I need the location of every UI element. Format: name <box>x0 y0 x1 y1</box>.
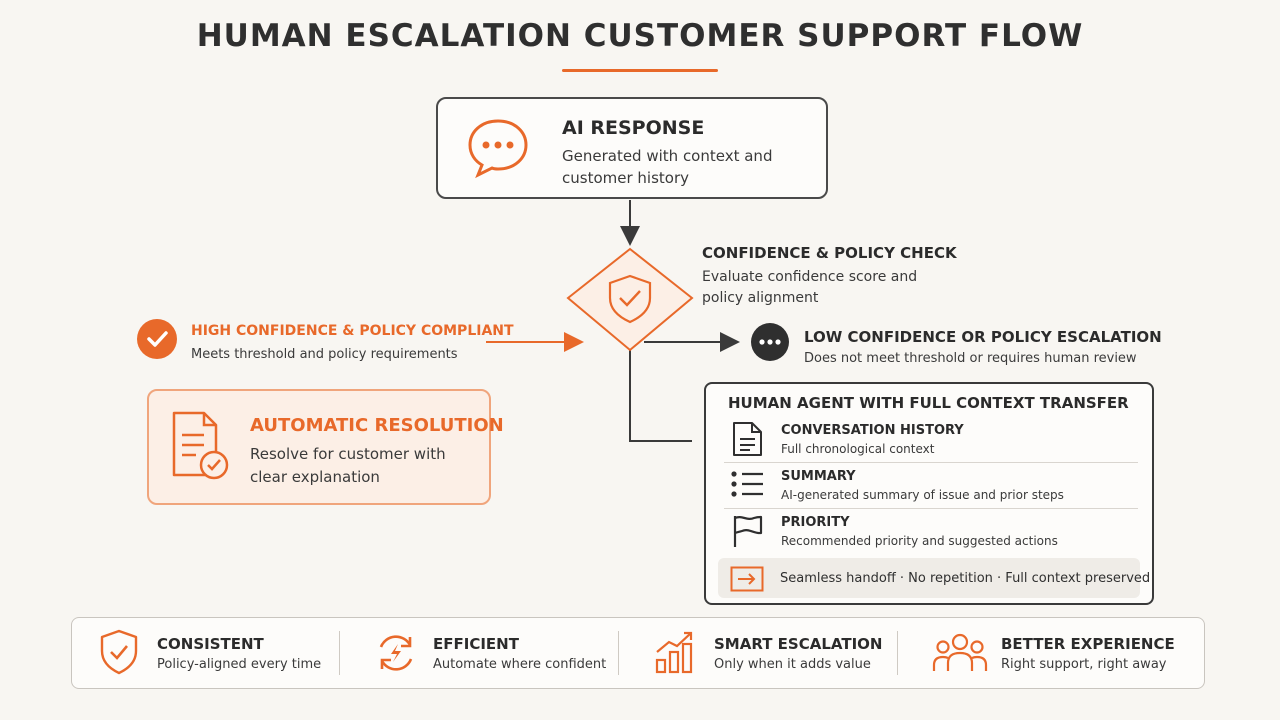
row-title-priority: PRIORITY <box>781 515 850 530</box>
benefit-desc-better-experience: Right support, right away <box>1001 657 1167 672</box>
automatic-resolution-desc: Resolve for customer with clear explanat… <box>250 445 446 486</box>
document-icon <box>733 422 762 456</box>
benefit-divider <box>339 631 340 675</box>
ai-response-title: AI RESPONSE <box>562 117 705 139</box>
check-circle-icon <box>137 319 177 359</box>
benefits-bar <box>71 617 1205 689</box>
human-agent-title: HUMAN AGENT WITH FULL CONTEXT TRANSFER <box>728 394 1129 412</box>
row-desc-summary: AI-generated summary of issue and prior … <box>781 488 1064 502</box>
ai-response-box <box>436 97 828 199</box>
ai-response-desc: Generated with context and customer hist… <box>562 147 773 187</box>
automatic-resolution-title: AUTOMATIC RESOLUTION <box>250 415 504 436</box>
handoff-strip <box>718 558 1140 598</box>
more-dots-icon <box>751 323 789 361</box>
row-desc-conversation-history: Full chronological context <box>781 442 935 456</box>
bar-chart-up-icon <box>655 631 693 674</box>
decision-diamond <box>566 247 694 352</box>
shield-check-icon <box>100 629 138 675</box>
flag-icon <box>733 515 763 547</box>
people-icon <box>932 633 988 671</box>
benefit-title-consistent: CONSISTENT <box>157 635 264 653</box>
row-desc-priority: Recommended priority and suggested actio… <box>781 534 1058 548</box>
check-title: CONFIDENCE & POLICY CHECK <box>702 244 957 262</box>
refresh-bolt-icon <box>379 635 413 671</box>
row-divider <box>724 508 1138 509</box>
low-confidence-desc: Does not meet threshold or requires huma… <box>804 351 1137 366</box>
shield-check-icon <box>606 275 654 325</box>
benefit-title-smart-escalation: SMART ESCALATION <box>714 635 883 653</box>
high-confidence-title: HIGH CONFIDENCE & POLICY COMPLIANT <box>191 323 514 339</box>
line-check-to-human <box>629 350 692 442</box>
document-check-icon <box>172 411 229 480</box>
benefit-desc-smart-escalation: Only when it adds value <box>714 657 871 672</box>
title-underline <box>562 69 718 72</box>
automatic-resolution-box <box>147 389 491 505</box>
benefit-title-better-experience: BETTER EXPERIENCE <box>1001 635 1175 653</box>
benefit-title-efficient: EFFICIENT <box>433 635 519 653</box>
row-title-summary: SUMMARY <box>781 469 856 484</box>
benefit-desc-consistent: Policy-aligned every time <box>157 657 322 672</box>
speech-bubble-icon <box>468 119 528 179</box>
benefit-divider <box>897 631 898 675</box>
high-confidence-desc: Meets threshold and policy requirements <box>191 347 458 362</box>
page-title: HUMAN ESCALATION CUSTOMER SUPPORT FLOW <box>196 18 1084 54</box>
benefit-divider <box>618 631 619 675</box>
row-title-conversation-history: CONVERSATION HISTORY <box>781 423 964 438</box>
check-desc: Evaluate confidence score and policy ali… <box>702 269 918 306</box>
benefit-desc-efficient: Automate where confident <box>433 657 607 672</box>
low-confidence-title: LOW CONFIDENCE OR POLICY ESCALATION <box>804 328 1162 346</box>
arrow-right-box-icon <box>730 566 764 592</box>
handoff-text: Seamless handoff · No repetition · Full … <box>780 571 1151 586</box>
row-divider <box>724 462 1138 463</box>
list-icon <box>731 471 763 497</box>
